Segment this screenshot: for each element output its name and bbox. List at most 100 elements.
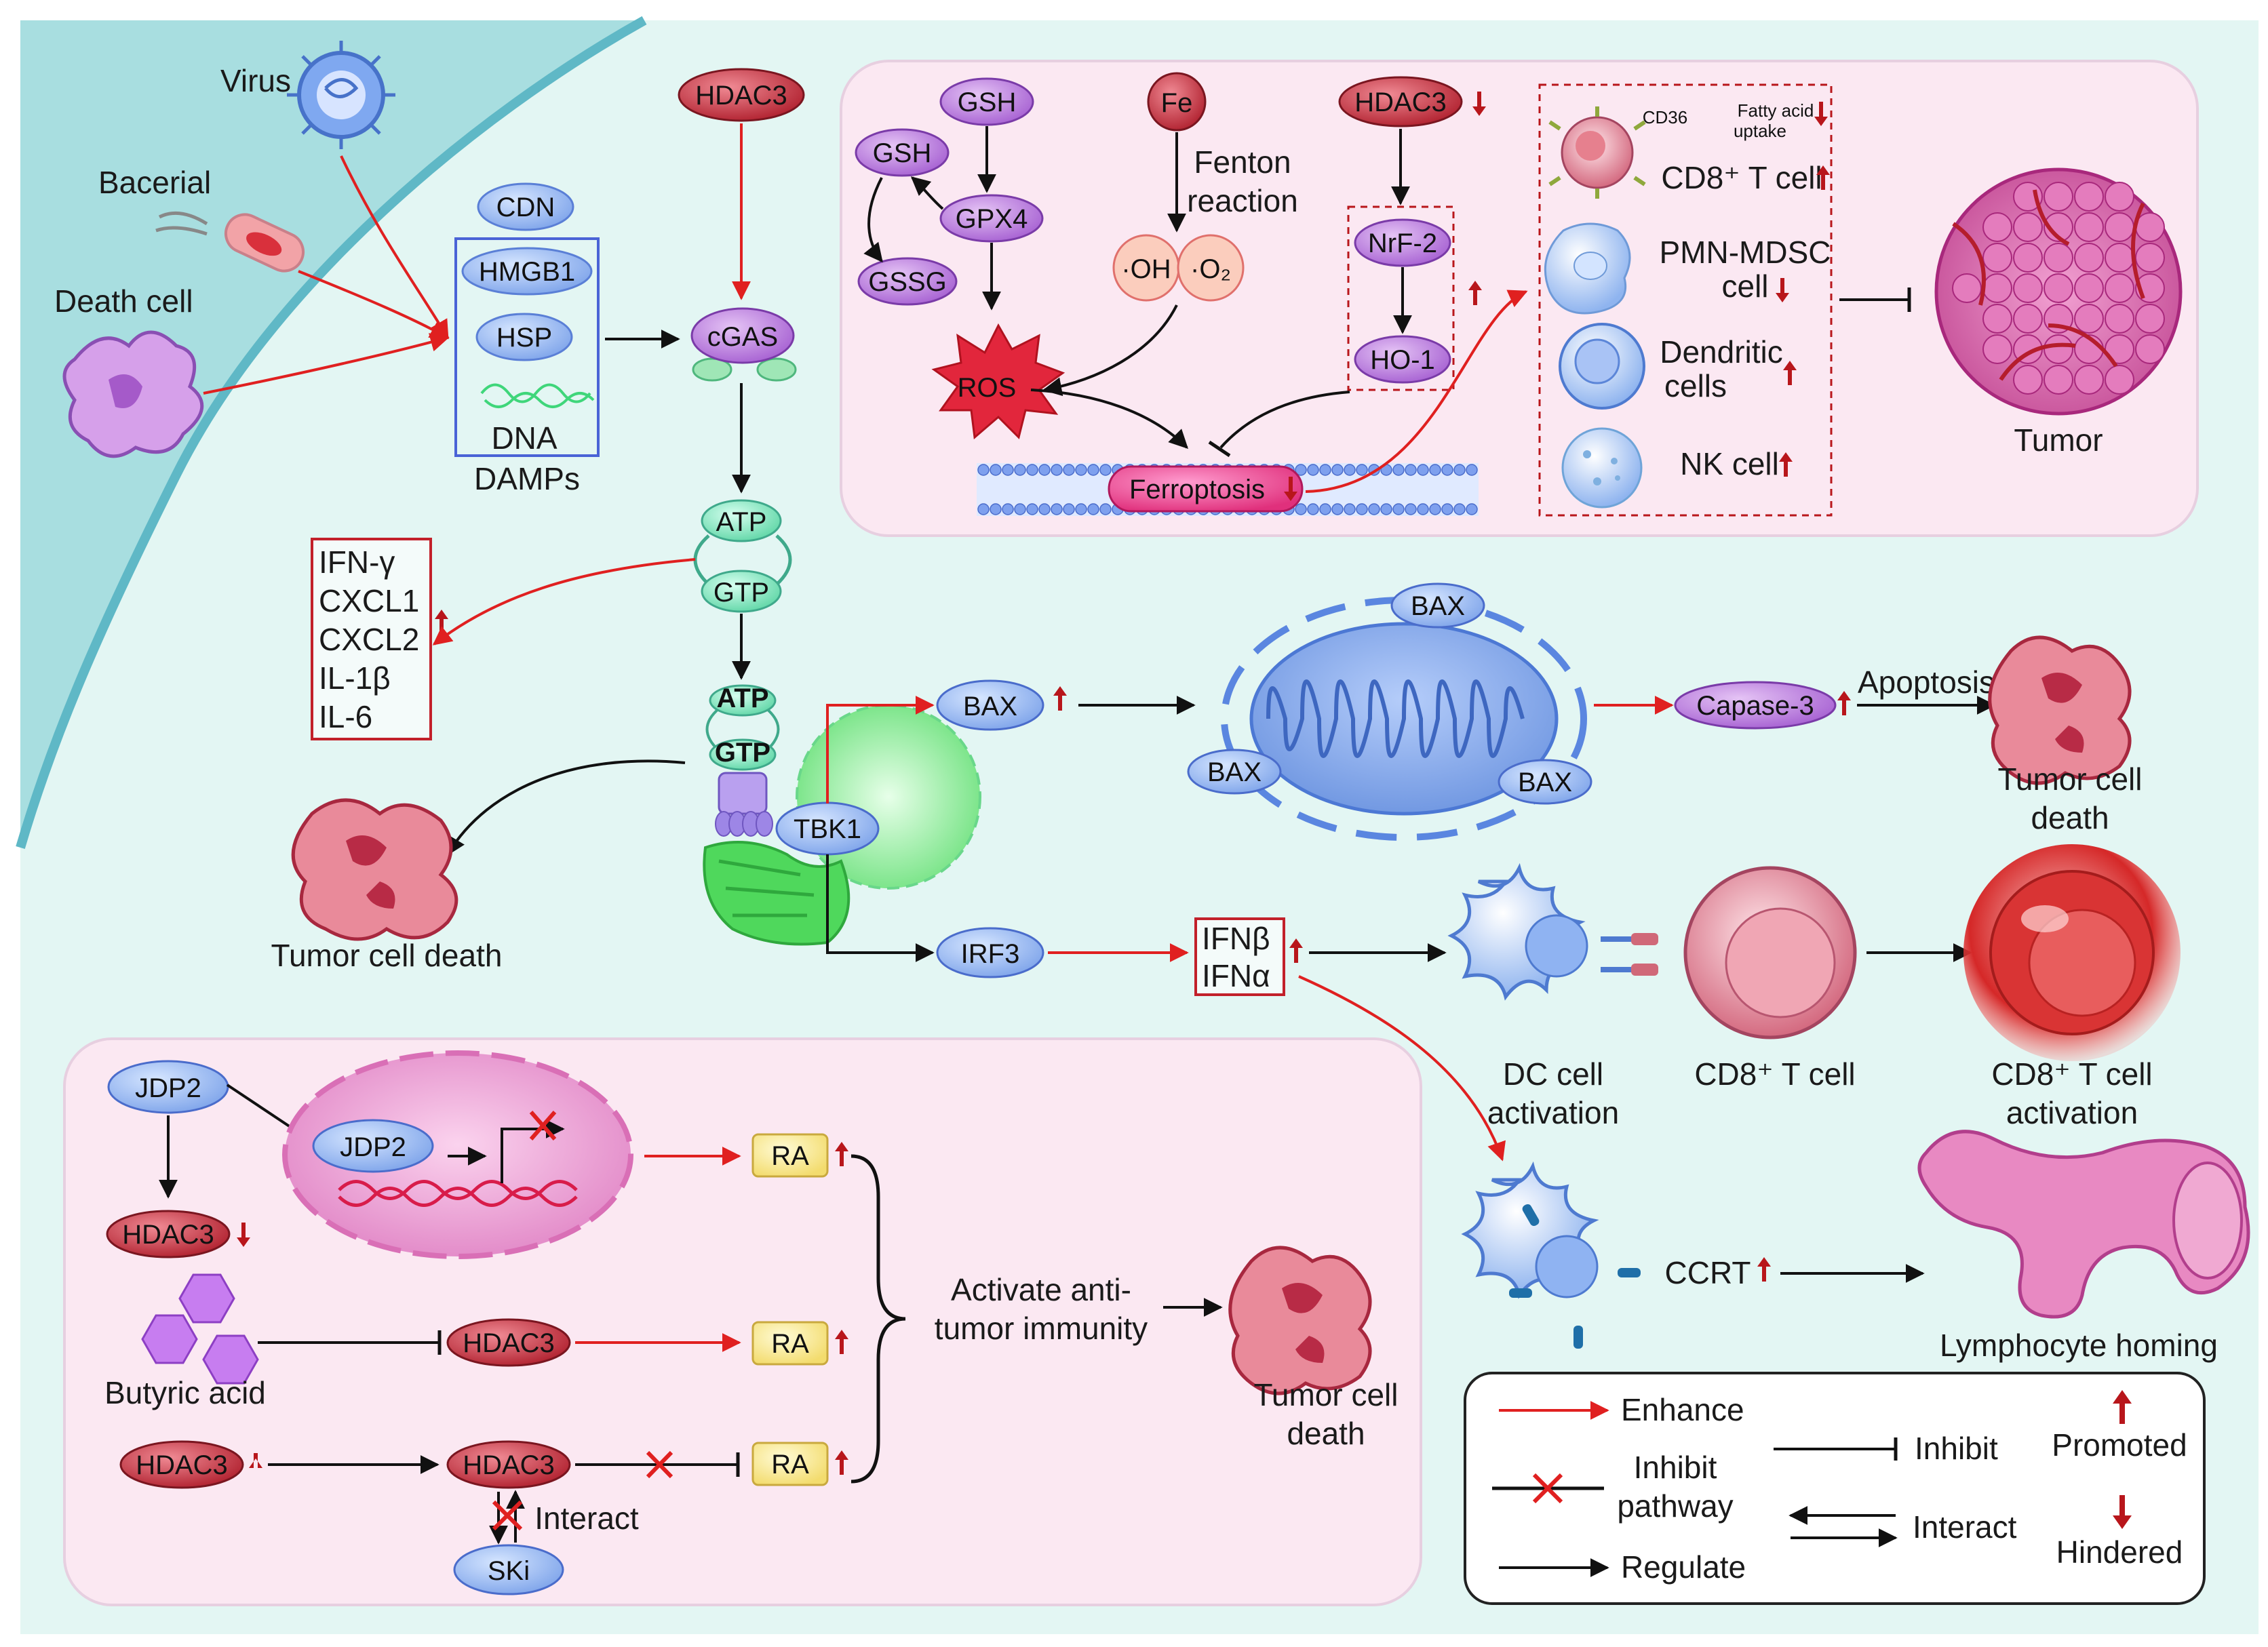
nrf2-ho1-box: [1347, 205, 1455, 391]
bax-up-arrow: [1053, 686, 1067, 711]
irf3-node: IRF3: [936, 927, 1044, 978]
interact-cross-icon: [492, 1500, 523, 1531]
caspase-node: Capase-3: [1674, 681, 1837, 730]
tbk1-node: TBK1: [775, 801, 880, 856]
tumor-cell: [2013, 365, 2043, 395]
fenton-label-1: Fenton: [1194, 144, 1291, 180]
svg-text:Ferroptosis: Ferroptosis: [1129, 475, 1265, 504]
tumor-cell: [2074, 273, 2104, 303]
legend-hindered-icon: [2113, 1495, 2132, 1529]
svg-text:·OH: ·OH: [1121, 254, 1171, 284]
legend-interact-arrows: [1788, 1506, 1898, 1547]
ho1-inhibit-ferroptosis: [1219, 391, 1350, 449]
tumor-cell: [2105, 182, 2134, 212]
lipid-head: [1380, 503, 1392, 515]
svg-text:HDAC3: HDAC3: [136, 1450, 228, 1480]
lipid-head: [1295, 503, 1307, 515]
svg-text:HDAC3: HDAC3: [122, 1220, 214, 1250]
ifn-box: [1194, 917, 1285, 996]
o2-node: ·O₂: [1177, 234, 1245, 302]
lipid-head: [1319, 503, 1331, 515]
lipid-head: [1368, 503, 1380, 515]
cd36-label: CD36: [1643, 107, 1687, 127]
tumor-death-bottom-label-2: death: [1287, 1416, 1365, 1451]
cytokine-cxcl2: CXCL2: [319, 622, 419, 657]
tbk1-to-bax-arrow: [826, 696, 935, 803]
legend-enhance-label: Enhance: [1621, 1392, 1744, 1427]
tumor-cell: [2074, 212, 2104, 242]
svg-text:RA: RA: [771, 1329, 809, 1359]
tumor-cell: [2105, 212, 2134, 242]
lipid-head: [1466, 503, 1478, 515]
fatty-acid-label-2: uptake: [1734, 121, 1786, 141]
jdp2-node: JDP2: [107, 1060, 229, 1114]
lymphocyte-homing-label: Lymphocyte homing: [1940, 1328, 2218, 1363]
lipid-head: [1038, 503, 1051, 515]
tumor-death-bottom-label-1: Tumor cell: [1254, 1377, 1399, 1412]
sting-to-tumor-death-arrow: [446, 759, 686, 856]
svg-text:GTP: GTP: [715, 738, 770, 768]
legend-cross-icon: [1532, 1473, 1563, 1504]
lipid-head: [1099, 464, 1112, 476]
damp-cdn: CDN: [477, 182, 574, 231]
tumor-cell: [2074, 182, 2104, 212]
bax-right-node: BAX: [1498, 759, 1592, 805]
lipid-head: [990, 464, 1002, 476]
lipid-head: [1014, 503, 1026, 515]
svg-text:ATP: ATP: [716, 507, 767, 537]
death-cell-icon: [62, 330, 204, 458]
tumor-cell: [2074, 365, 2104, 395]
dendritic-up-arrow: [1783, 361, 1797, 385]
ifn-up-arrow: [1289, 938, 1303, 963]
tcr-contacts-red: [1631, 933, 1658, 976]
lipid-head: [1417, 503, 1429, 515]
bax-node: BAX: [936, 679, 1044, 731]
tumor-cell: [2013, 182, 2043, 212]
bax-top-node: BAX: [1390, 582, 1485, 629]
svg-text:HMGB1: HMGB1: [479, 257, 575, 287]
svg-text:IRF3: IRF3: [961, 939, 1020, 969]
virus-label: Virus: [220, 63, 291, 98]
cytokine-box: [311, 538, 432, 740]
svg-text:GSH: GSH: [958, 87, 1017, 117]
gsh-top-node: GSH: [939, 77, 1034, 126]
svg-text:GPX4: GPX4: [956, 204, 1028, 234]
svg-text:HO-1: HO-1: [1370, 345, 1435, 375]
lipid-head: [1453, 464, 1466, 476]
legend-promoted-label: Promoted: [2052, 1427, 2187, 1463]
lipid-head: [977, 464, 990, 476]
tumor-cell: [2013, 304, 2043, 334]
interact-label: Interact: [534, 1501, 639, 1536]
tumor-cell: [2013, 243, 2043, 273]
tumor-death-bottom-icon: [1228, 1246, 1372, 1395]
hdac3-d-node: HDAC3: [446, 1440, 571, 1489]
dendritic-label-1: Dendritic: [1660, 334, 1783, 370]
gpx4-node: GPX4: [939, 194, 1044, 243]
fatty-acid-down-arrow: [1814, 102, 1828, 126]
svg-text:Fe: Fe: [1161, 88, 1193, 118]
ferroptosis-node: Ferroptosis: [1108, 465, 1304, 513]
tumor-cell: [2044, 365, 2073, 395]
svg-text:HDAC3: HDAC3: [1354, 87, 1447, 117]
tumor-mass-icon: [1934, 167, 2183, 416]
hdac3-a-node: HDAC3: [106, 1210, 231, 1258]
svg-text:TBK1: TBK1: [794, 814, 861, 844]
lipid-head: [1331, 503, 1344, 515]
dna-icon: [480, 383, 595, 408]
lipid-head: [1405, 503, 1417, 515]
dc-activation-label-2: activation: [1487, 1095, 1619, 1130]
legend-promoted-icon: [2113, 1390, 2132, 1424]
tumor-cell: [2013, 273, 2043, 303]
tumor-cell: [2105, 304, 2134, 334]
dendritic-cell-icon: [1559, 323, 1645, 410]
inhibit-pathway-cross-icon: [646, 1450, 673, 1479]
pathogen-arrows: [203, 155, 450, 395]
tumor-cell: [2135, 334, 2165, 364]
tumor-cell: [1982, 243, 2012, 273]
lipid-head: [1429, 464, 1441, 476]
lipid-head: [1087, 464, 1099, 476]
tumor-cell: [2105, 365, 2134, 395]
butyric-acid-icon: [141, 1273, 259, 1385]
dc-activation-label-1: DC cell: [1503, 1056, 1603, 1092]
tumor-death-right-label-2: death: [2031, 800, 2109, 835]
